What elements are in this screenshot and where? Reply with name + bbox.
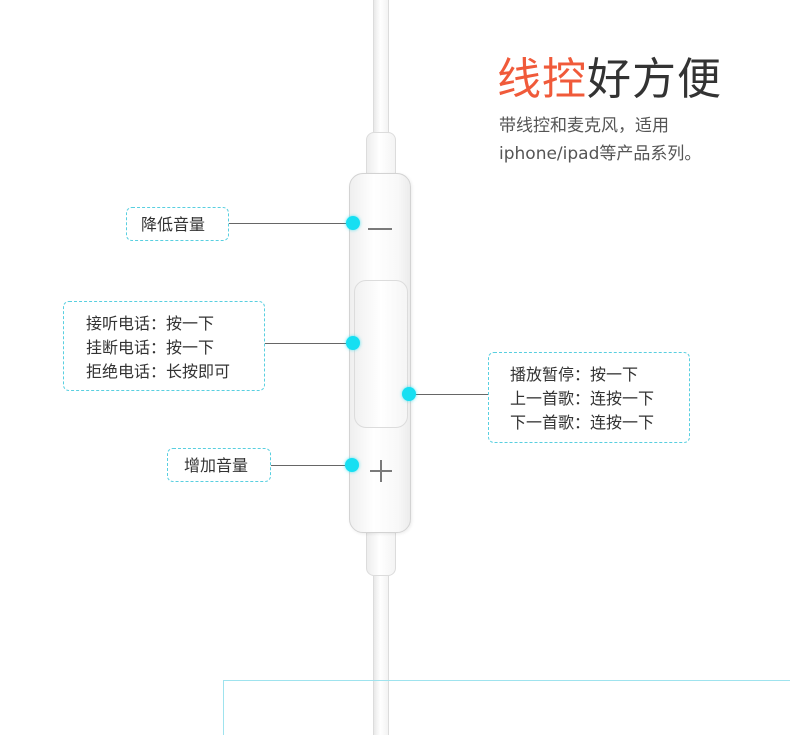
leader-line-media [410,394,490,395]
minus-icon [368,228,392,230]
headline: 线控好方便 [497,52,722,108]
plus-icon-vertical [380,460,382,482]
callout-media-line: 播放暂停：按一下 [510,365,639,384]
callout-media: 播放暂停：按一下 上一首歌：连按一下 下一首歌：连按一下 [488,352,690,443]
headline-rest: 好方便 [587,54,722,105]
upper-strain-relief [366,132,396,180]
callout-call: 接听电话：按一下 挂断电话：按一下 拒绝电话：长按即可 [63,301,265,391]
marker-dot-media [402,387,416,401]
leader-line-volume-up [271,465,353,466]
upper-cable [373,0,389,140]
callout-volume-up-line: 增加音量 [184,456,249,475]
callout-media-line: 上一首歌：连按一下 [510,389,655,408]
center-button [354,280,408,428]
subtitle-line-2: iphone/ipad等产品系列。 [499,144,702,164]
callout-call-line: 接听电话：按一下 [86,314,215,333]
callout-volume-down: 降低音量 [126,207,229,241]
marker-dot-volume-down [346,216,360,230]
subtitle-line-1: 带线控和麦克风，适用 [499,116,669,136]
callout-volume-up: 增加音量 [167,448,271,482]
lower-cable [373,560,389,735]
marker-dot-call [346,336,360,350]
marker-dot-volume-up [345,458,359,472]
callout-media-line: 下一首歌：连按一下 [510,413,655,432]
callout-volume-down-line: 降低音量 [141,215,206,234]
callout-call-line: 拒绝电话：长按即可 [86,362,231,381]
lower-strain-relief [366,526,396,576]
bottom-frame [223,680,790,735]
headline-accent: 线控 [497,54,587,105]
leader-line-call [265,343,353,344]
leader-line-volume-down [229,223,353,224]
callout-call-line: 挂断电话：按一下 [86,338,215,357]
